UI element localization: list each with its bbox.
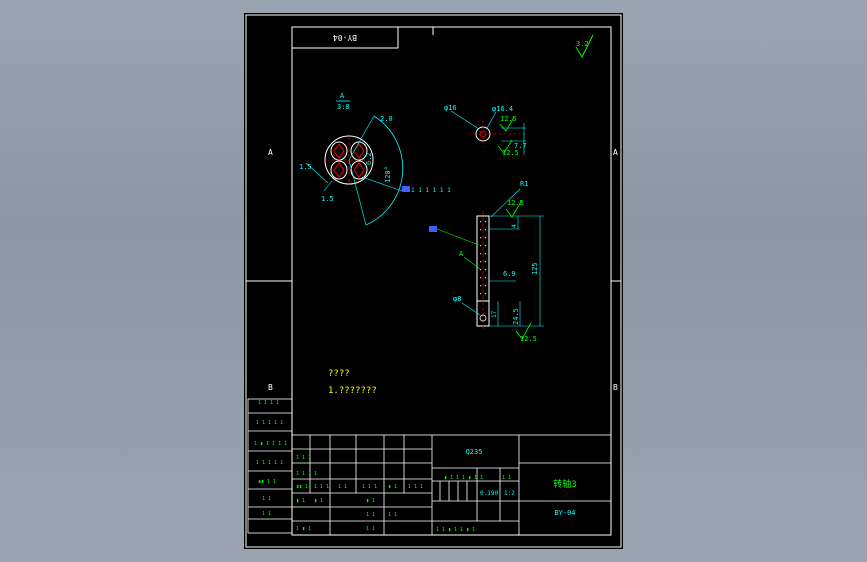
svg-text:1 1 1: 1 1 1	[408, 484, 423, 490]
svg-text:▮ 1: ▮ 1	[388, 484, 397, 490]
roughness-top: 12.5	[500, 115, 517, 123]
zone-b-right: B	[613, 383, 618, 392]
section-view-a: A 3:8 2.0	[299, 92, 451, 226]
dim-17: 17	[491, 310, 498, 318]
svg-text:3.2: 3.2	[576, 40, 589, 48]
dim-angle: 120°	[384, 166, 392, 183]
code-box	[291, 26, 399, 49]
svg-text:1 1 1 1 1: 1 1 1 1 1	[256, 420, 283, 426]
weight-cell: 0.190	[480, 490, 498, 497]
section-label: A	[340, 92, 345, 100]
drawing-sheet: A A B B BY-04 3.2 A 3:8	[244, 13, 623, 549]
material-cell: Q235	[466, 448, 483, 456]
dim-r1: R1	[520, 180, 528, 188]
code-rotated: BY-04	[333, 33, 357, 42]
svg-text:1 1: 1 1	[262, 496, 271, 502]
svg-text:▮ 1: ▮ 1	[296, 498, 305, 504]
view-top-right: φ16 φ16.4 12.5 12.5 7.7	[444, 104, 528, 157]
scale-cell: 1:2	[504, 490, 515, 497]
section-scale: 3:8	[337, 103, 350, 111]
svg-text:1 1: 1 1	[502, 475, 511, 481]
drawing-svg: A A B B BY-04 3.2 A 3:8	[245, 14, 622, 548]
dim-radius-left: 2.0	[380, 115, 393, 123]
drawing-number: BY-04	[554, 509, 575, 517]
svg-text:1 1: 1 1	[338, 484, 347, 490]
surface-finish-symbol: 3.2	[575, 34, 594, 59]
zone-a-left: A	[268, 148, 273, 157]
svg-text:1 ▮ 1 1 1 1: 1 ▮ 1 1 1 1	[254, 441, 287, 447]
svg-text:▮▮ 1: ▮▮ 1	[296, 484, 308, 490]
leader-a: A	[459, 250, 464, 258]
shaft-roughness-top: 12.5	[507, 199, 524, 207]
svg-text:1 1 1: 1 1 1	[362, 484, 377, 490]
svg-text:▮ 1: ▮ 1	[314, 498, 323, 504]
svg-text:1 1 1 1: 1 1 1 1	[296, 471, 317, 477]
svg-text:1 1 ▮ 1 1 ▮ 1: 1 1 ▮ 1 1 ▮ 1	[436, 527, 475, 533]
dim-phi8: φ8	[453, 295, 461, 303]
dim-77: 7.7	[514, 142, 527, 150]
title-block	[291, 434, 612, 536]
notes-title: ????	[328, 369, 350, 379]
svg-text:1 1: 1 1	[366, 512, 375, 518]
svg-text:1 1 1 1 1 1: 1 1 1 1 1 1	[411, 187, 451, 194]
dim-69: 6.9	[503, 270, 516, 278]
svg-text:1 1 1 1 1: 1 1 1 1 1	[256, 460, 283, 466]
zone-b-left: B	[268, 383, 273, 392]
svg-text:1 1 1 1: 1 1 1 1	[258, 400, 279, 406]
roughness-mid: 12.5	[502, 149, 519, 157]
dim-4: 4	[511, 224, 518, 228]
dim-left-15: 1.5	[299, 163, 312, 171]
shaft-roughness-bottom: 12.5	[520, 335, 537, 343]
part-name: 转轴3	[553, 478, 576, 490]
dim-bottom-15: 1.5	[321, 195, 334, 203]
dim-phi164: φ16.4	[492, 105, 513, 113]
svg-text:▮ 1 1 1 ▮ 1 1: ▮ 1 1 1 ▮ 1 1	[444, 475, 483, 481]
zone-a-right: A	[613, 148, 618, 157]
dim-245: 24.5	[512, 308, 520, 325]
svg-text:▮▮ 1 1: ▮▮ 1 1	[258, 479, 276, 485]
dim-phi16: φ16	[444, 104, 457, 112]
svg-text:1 1 1: 1 1 1	[296, 455, 311, 461]
svg-text:▮ 1: ▮ 1	[366, 498, 375, 504]
notes-line1: 1.???????	[328, 386, 377, 396]
svg-text:1 1 1: 1 1 1	[314, 484, 329, 490]
dim-chord: 6.2	[365, 152, 373, 165]
svg-text:1 ▮ 1: 1 ▮ 1	[296, 526, 311, 532]
svg-text:1 1: 1 1	[388, 512, 397, 518]
svg-text:1 1: 1 1	[262, 511, 271, 517]
view-shaft: 125 4 R1 12.5 6.9 17 24.5 φ8 12.5	[429, 180, 544, 343]
svg-text:1 1: 1 1	[366, 526, 375, 532]
dim-125: 125	[531, 262, 539, 275]
outer-border	[245, 14, 622, 548]
